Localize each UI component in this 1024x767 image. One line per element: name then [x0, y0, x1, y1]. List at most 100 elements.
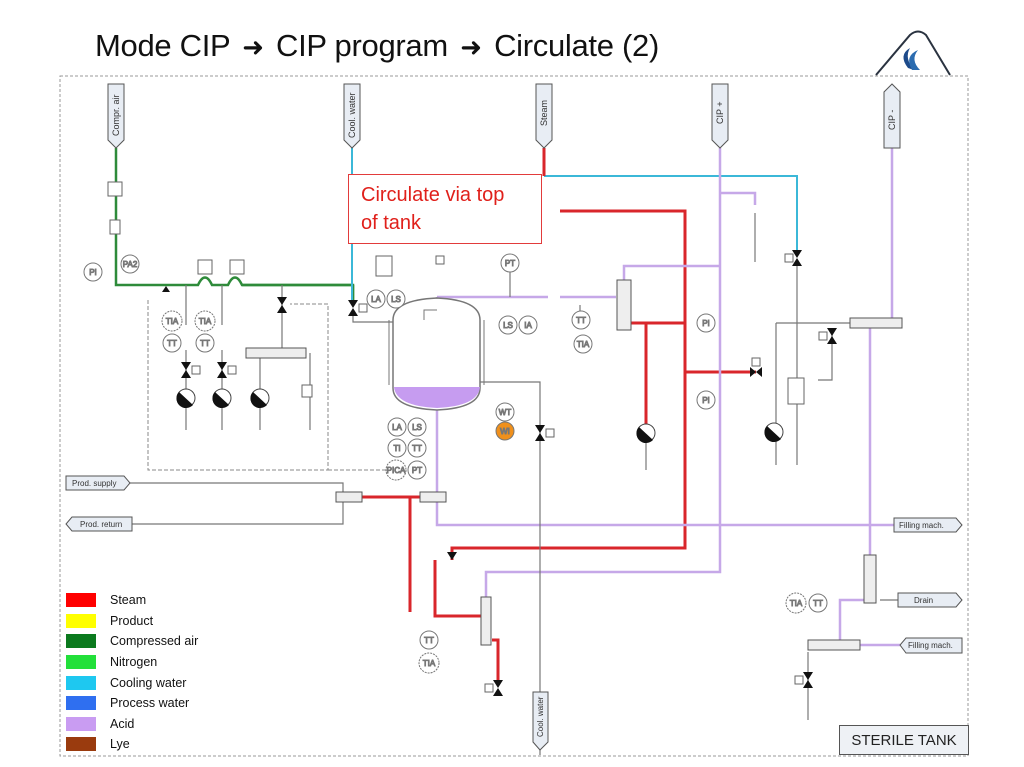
- svg-text:TT: TT: [167, 339, 177, 348]
- right-arrow-icon: ➜: [460, 32, 482, 62]
- svg-text:TT: TT: [412, 444, 422, 453]
- svg-text:TT: TT: [200, 339, 210, 348]
- svg-text:PT: PT: [505, 259, 515, 268]
- svg-text:Filling mach.: Filling mach.: [908, 641, 953, 650]
- callout-annotation: Circulate via top of tank: [348, 174, 542, 244]
- svg-text:LS: LS: [503, 321, 513, 330]
- svg-text:Drain: Drain: [914, 596, 933, 605]
- instrument-tia-mid: TIA: [573, 334, 593, 354]
- svg-text:Filling mach.: Filling mach.: [899, 521, 944, 530]
- legend-item: Lye: [66, 734, 198, 755]
- instrument-pi-right-2: PI: [696, 390, 716, 410]
- title-mode: Mode CIP: [95, 28, 230, 63]
- instrument-pt-bottom: PT: [407, 460, 427, 480]
- svg-text:PT: PT: [412, 466, 422, 475]
- svg-text:LA: LA: [392, 423, 402, 432]
- svg-text:IA: IA: [524, 321, 532, 330]
- svg-text:TT: TT: [813, 599, 823, 608]
- slide-title: Mode CIP ➜ CIP program ➜ Circulate (2): [95, 28, 659, 64]
- instrument-pi-right-1: PI: [696, 313, 716, 333]
- legend-swatch-product: [66, 613, 96, 628]
- svg-text:TIA: TIA: [199, 317, 212, 326]
- instrument-ti-bottom: TI: [387, 438, 407, 458]
- diagram-title-box: STERILE TANK: [839, 725, 969, 755]
- svg-text:Prod. return: Prod. return: [80, 520, 122, 529]
- svg-text:CIP -: CIP -: [887, 110, 897, 130]
- instrument-ls-top: LS: [386, 289, 406, 309]
- svg-text:PICA: PICA: [387, 466, 406, 475]
- svg-text:LA: LA: [371, 295, 381, 304]
- instrument-tt-right: TT: [808, 593, 828, 613]
- instrument-wt: WT: [495, 402, 515, 422]
- svg-text:WI: WI: [500, 427, 510, 436]
- svg-text:LS: LS: [391, 295, 401, 304]
- legend-item: Product: [66, 611, 198, 632]
- svg-text:CIP +: CIP +: [715, 101, 725, 124]
- instrument-tt-1: TT: [162, 333, 182, 353]
- right-arrow-icon: ➜: [242, 32, 264, 62]
- svg-text:Cool. water: Cool. water: [536, 696, 545, 737]
- callout-line-1: Circulate via top: [361, 184, 505, 206]
- legend-item: Nitrogen: [66, 652, 198, 673]
- instrument-tia-low: TIA: [418, 652, 440, 674]
- instrument-tt-bottom: TT: [407, 438, 427, 458]
- svg-text:Prod. supply: Prod. supply: [72, 479, 116, 488]
- legend-item: Steam: [66, 590, 198, 611]
- instrument-ls-side: LS: [498, 315, 518, 335]
- terminal-cip-minus: CIP -: [883, 83, 901, 149]
- svg-text:Compr. air: Compr. air: [111, 94, 121, 136]
- svg-text:PI: PI: [702, 319, 710, 328]
- legend-swatch-cooling-water: [66, 675, 96, 690]
- svg-text:TI: TI: [393, 444, 400, 453]
- legend-swatch-acid: [66, 716, 96, 731]
- instrument-tia-right: TIA: [785, 592, 807, 614]
- legend-item: Compressed air: [66, 631, 198, 652]
- svg-text:PA2: PA2: [123, 260, 138, 269]
- legend: Steam Product Compressed air Nitrogen Co…: [66, 590, 198, 755]
- diagram-border: [59, 75, 969, 757]
- instrument-la-top: LA: [366, 289, 386, 309]
- instrument-tia-2: TIA: [194, 310, 216, 332]
- valve-actuator-icon: [107, 181, 828, 693]
- legend-swatch-lye: [66, 737, 96, 752]
- instrument-tt-mid: TT: [571, 310, 591, 330]
- instrument-pi-left: PI: [83, 262, 103, 282]
- terminal-cool-water-bottom: Cool. water: [532, 691, 549, 751]
- legend-swatch-compressed-air: [66, 634, 96, 649]
- company-logo-icon: [875, 30, 951, 76]
- instrument-tt-low: TT: [419, 630, 439, 650]
- valve-icon: [162, 250, 837, 696]
- terminal-prod-supply: Prod. supply: [65, 475, 131, 491]
- terminal-steam: Steam: [535, 83, 553, 149]
- sterile-tank-vessel: [388, 297, 485, 411]
- legend-swatch-nitrogen: [66, 655, 96, 670]
- steam-lines: [358, 148, 756, 684]
- instrument-pica-bottom: PICA: [385, 459, 407, 481]
- control-dashed-lines: [147, 300, 390, 471]
- svg-text:LS: LS: [412, 423, 422, 432]
- pump-icon: [176, 388, 784, 444]
- terminal-drain: Drain: [897, 592, 963, 608]
- compressed-air-lines: [114, 148, 355, 300]
- terminal-cip-plus: CIP +: [711, 83, 729, 149]
- instrument-la-bottom: LA: [387, 417, 407, 437]
- legend-swatch-process-water: [66, 696, 96, 711]
- svg-text:Steam: Steam: [539, 100, 549, 126]
- instrument-tia-1: TIA: [161, 310, 183, 332]
- svg-text:TIA: TIA: [423, 659, 436, 668]
- terminal-cool-water: Cool. water: [343, 83, 361, 149]
- legend-item: Acid: [66, 714, 198, 735]
- svg-text:PI: PI: [89, 268, 97, 277]
- svg-text:TIA: TIA: [166, 317, 179, 326]
- instrument-tt-2: TT: [195, 333, 215, 353]
- svg-text:WT: WT: [499, 408, 512, 417]
- svg-text:TIA: TIA: [790, 599, 803, 608]
- svg-text:TT: TT: [424, 636, 434, 645]
- legend-swatch-steam: [66, 593, 96, 608]
- neutral-lines: [130, 213, 898, 755]
- terminal-compr-air: Compr. air: [107, 83, 125, 149]
- svg-text:TT: TT: [576, 316, 586, 325]
- legend-item: Process water: [66, 693, 198, 714]
- instrument-pt-top: PT: [500, 253, 520, 273]
- terminal-prod-return: Prod. return: [65, 516, 133, 532]
